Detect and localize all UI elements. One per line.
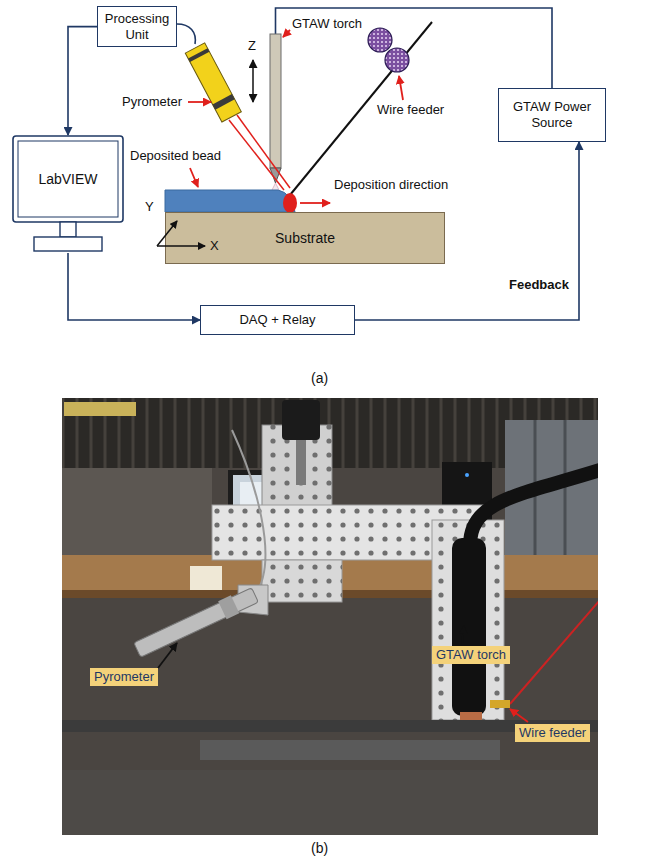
base-plate [200,740,500,760]
subfigure-label: (b) [311,840,328,857]
axis-label: Y [145,199,154,215]
monitor-neck [60,222,76,237]
melt-pool [283,193,297,213]
power-source-box: GTAW Power Source [498,88,606,142]
connector [68,27,97,135]
plate-holes [262,560,342,602]
gtaw-torch [270,34,281,168]
pyrometer-photo [133,586,259,659]
part-label: Wire feeder [377,102,444,118]
plate-holes [432,520,504,720]
x-axis [157,245,205,247]
lead-screw [296,440,306,485]
daq-box: DAQ + Relay [200,305,355,335]
tungsten-tip [270,168,281,183]
leader-arrow [188,101,211,103]
pyrometer-ring [213,94,235,110]
node-text: DAQ + Relay [239,312,315,328]
part-label: Deposition direction [334,177,448,193]
torch-cable [276,8,553,88]
screen-area: LabVIEW [12,135,124,223]
process-box: Processing Unit [97,6,177,47]
window-bar [564,420,567,560]
substrate-band: Substrate [165,212,445,264]
photo-callout: Pyrometer [90,668,158,686]
pyrometer-body [185,43,241,122]
leader-arrow [158,643,177,668]
node-text: GTAW Power Source [505,99,599,130]
setup-photo [62,398,598,835]
leader-arrow [510,709,528,722]
edge-label: Feedback [507,277,571,293]
leader-arrow [462,626,464,644]
foam-block [190,566,222,590]
photo-callout: GTAW torch [432,646,510,664]
subfigure-label: (a) [311,370,328,387]
pyrometer-cable [232,430,265,595]
leader-arrow [283,30,290,37]
feed-roller [385,48,409,72]
monitor-base [34,237,102,251]
feeder-wire [510,600,598,704]
part-label: Deposited bead [130,148,221,164]
leader-arrow [190,168,198,187]
direction-arrow [300,202,330,204]
deposited-bead [165,190,295,212]
monitor-screen [18,141,118,217]
stepper-motor [282,400,320,440]
wire-nozzle [490,700,510,708]
axis-label: X [210,238,219,254]
floor [62,770,598,835]
pyrometer-ring [188,48,209,62]
pyrometer-beam [229,120,284,190]
photo-ground [62,398,598,835]
wall [62,468,212,558]
torch-body [452,538,486,716]
computer-monitor: LabVIEW [12,135,124,253]
feed-roller [368,28,392,52]
photo-callout: Wire feeder [515,724,590,742]
monitor-frame [13,136,123,222]
node-text: LabVIEW [38,171,97,188]
pyrometer-tube [134,588,259,657]
monitor-outline [12,135,124,253]
z-axis-arrow [252,60,254,102]
leader-arrow [399,76,403,100]
carriage-plate [262,560,342,602]
torch-hose [470,470,598,545]
torch-bracket [432,520,504,720]
node-text: Processing Unit [104,11,170,42]
pyrometer-cable [177,24,195,44]
wall-sign [64,402,136,416]
pyrometer [185,43,241,122]
node-text: Substrate [275,230,335,247]
axis-label: Z [248,38,256,54]
part-label: Pyrometer [122,94,182,110]
pyrometer-collar [218,595,239,619]
part-label: GTAW torch [292,16,362,32]
pc-light [465,473,469,477]
pyrometer-beam [237,115,290,188]
